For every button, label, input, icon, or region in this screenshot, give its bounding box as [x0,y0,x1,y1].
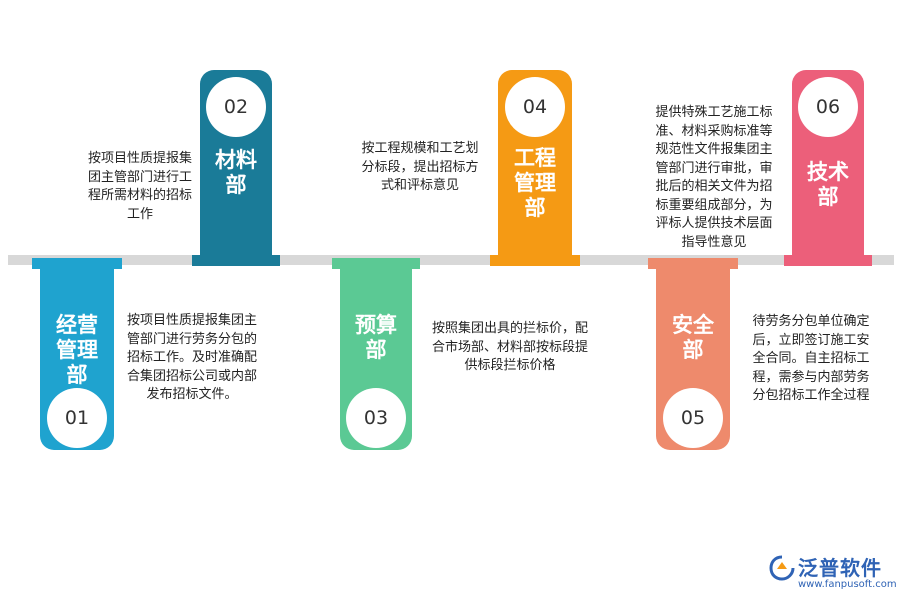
step-04-description: 按工程规模和工艺划分标段，提出招标方式和评标意见 [361,141,479,193]
step-01-cap [32,258,122,269]
logo-icon [769,555,795,581]
step-01-tab: 经营管理部 01 [32,258,122,450]
step-02-description: 按项目性质提报集团主管部门进行工程所需材料的招标工作 [87,151,192,222]
step-04-dept-label: 工程管理部 [514,146,556,220]
step-06-cap [784,255,872,266]
step-06-description: 提供特殊工艺施工标准、材料采购标准等规范性文件报集团主管部门进行审批，审批后的相… [655,105,773,250]
step-02-cap [192,255,280,266]
step-02-number: 02 [206,77,266,137]
step-04-cap [490,255,580,266]
step-05-description: 待劳务分包单位确定后，立即签订施工安全合同。自主招标工程，需参与内部劳务分包招标… [752,314,870,403]
step-05-dept-label: 安全部 [672,313,714,362]
step-05-number: 05 [663,388,723,448]
step-06-number: 06 [798,77,858,137]
step-03-tab: 预算部 03 [332,258,420,450]
step-06-tab: 06 技术部 [784,70,872,266]
logo-brand: 泛普软件 [798,556,882,580]
step-01-dept-label: 经营管理部 [56,313,98,387]
fanpusoft-logo: 泛普软件 www.fanpusoft.com [768,552,898,596]
step-06-dept-label: 技术部 [807,160,849,209]
timeline-bar [8,255,894,265]
step-05-tab: 安全部 05 [648,258,738,450]
step-03-description: 按照集团出具的拦标价，配合市场部、材料部按标段提供标段拦标价格 [431,321,588,373]
step-01-number: 01 [47,388,107,448]
step-01-description: 按项目性质提报集团主管部门进行劳务分包的招标工作。及时准确配合集团招标公司或内部… [126,313,257,402]
step-05-cap [648,258,738,269]
step-03-dept-label: 预算部 [355,313,397,362]
step-04-number: 04 [505,77,565,137]
step-02-tab: 02 材料部 [192,70,280,266]
step-04-tab: 04 工程管理部 [490,70,580,266]
step-03-number: 03 [346,388,406,448]
step-03-cap [332,258,420,269]
step-02-dept-label: 材料部 [215,148,257,197]
logo-url: www.fanpusoft.com [798,579,897,590]
